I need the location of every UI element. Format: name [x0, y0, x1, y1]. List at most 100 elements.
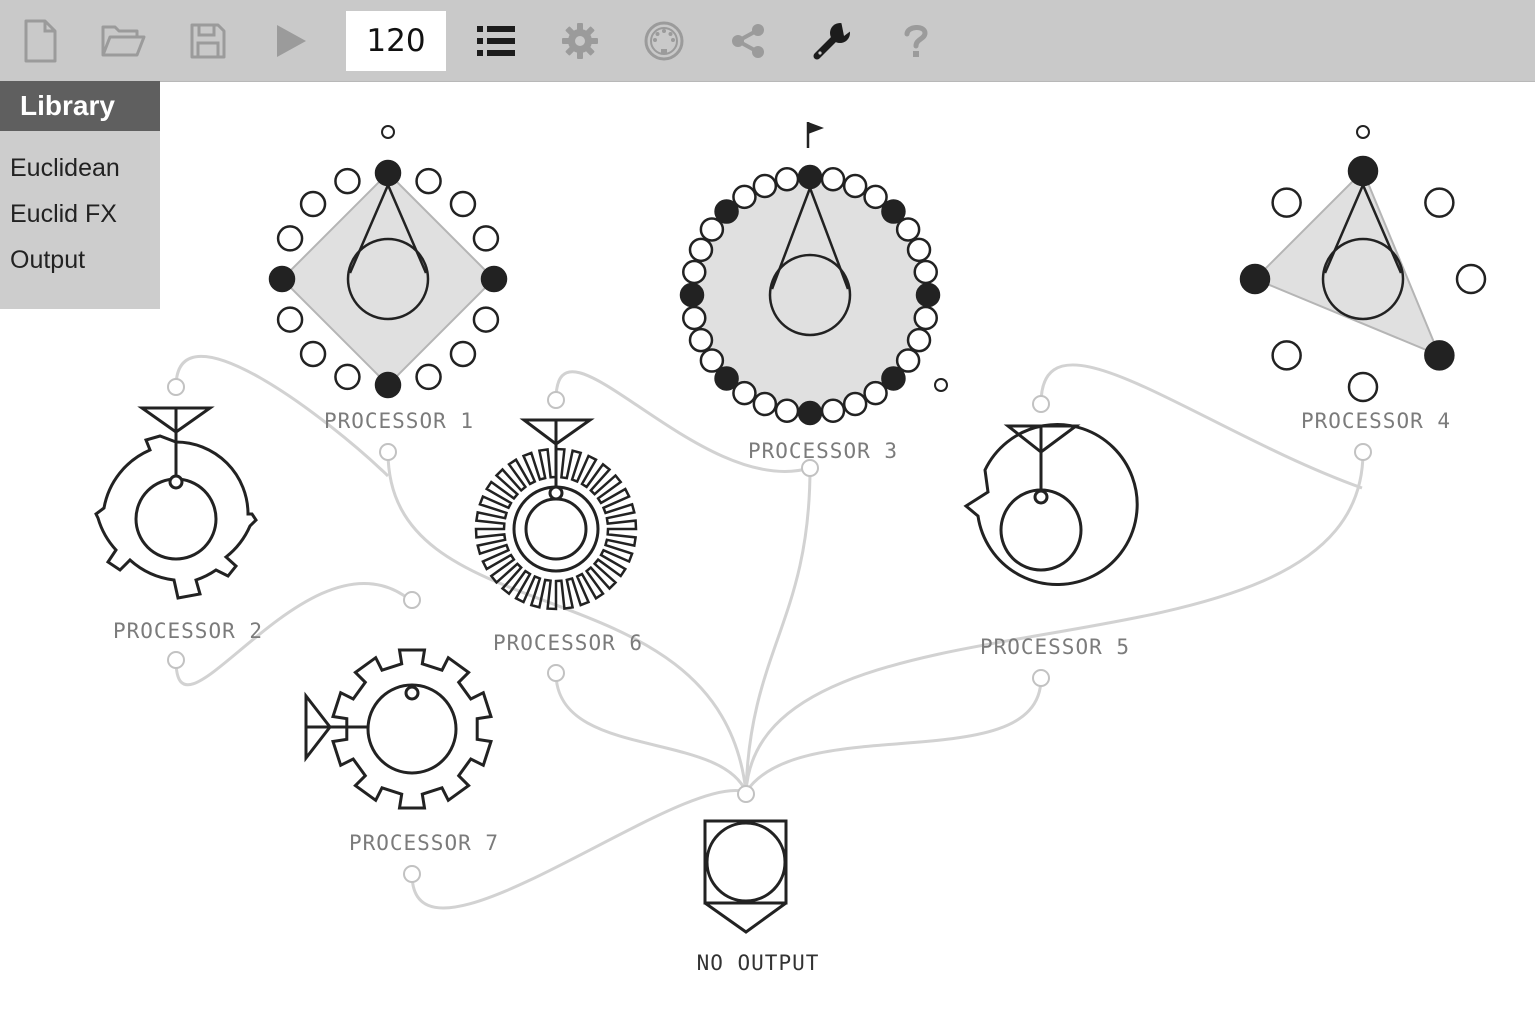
- new-file-button[interactable]: [10, 12, 70, 70]
- p4-wheel-step-4[interactable]: [1347, 371, 1379, 403]
- port-p2-in[interactable]: [167, 378, 185, 396]
- p3-wheel-step-14[interactable]: [842, 391, 868, 417]
- p1-wheel-step-6[interactable]: [449, 340, 477, 368]
- p1-wheel-step-11[interactable]: [276, 306, 304, 333]
- library-item-euclidean[interactable]: Euclidean: [10, 154, 120, 182]
- processor-2-node[interactable]: PROCESSOR 2: [94, 406, 263, 643]
- p3-wheel-step-30[interactable]: [752, 173, 778, 199]
- p3-wheel-step-4[interactable]: [881, 199, 906, 224]
- processor-3-wheel[interactable]: [679, 164, 941, 426]
- processor-7-node[interactable]: PROCESSOR 7: [304, 648, 499, 855]
- p1-wheel-step-4[interactable]: [480, 265, 508, 293]
- p1-wheel-step-8[interactable]: [374, 371, 402, 399]
- list-button[interactable]: [466, 12, 526, 70]
- midi-button[interactable]: [634, 12, 694, 70]
- settings-button[interactable]: [550, 12, 610, 70]
- p3-wheel-step-8[interactable]: [915, 282, 941, 308]
- port-p7-in[interactable]: [403, 591, 421, 609]
- port-p7-out[interactable]: [403, 865, 421, 883]
- tools-button[interactable]: [802, 12, 862, 70]
- p3-wheel-step-17[interactable]: [774, 398, 800, 423]
- p3-wheel-step-23[interactable]: [682, 305, 707, 331]
- p4-wheel-step-7[interactable]: [1271, 187, 1302, 218]
- save-button[interactable]: [178, 12, 238, 70]
- cable-p5-p4[interactable]: [1039, 363, 1363, 490]
- cable-p6-output[interactable]: [554, 672, 748, 793]
- p3-wheel-step-31[interactable]: [774, 167, 800, 192]
- p3-wheel-step-24[interactable]: [679, 282, 705, 308]
- port-p6-out[interactable]: [547, 664, 565, 682]
- cable-p5-output[interactable]: [744, 677, 1043, 793]
- p1-wheel-step-0[interactable]: [374, 159, 402, 187]
- p1-wheel-step-9[interactable]: [334, 363, 361, 391]
- play-button[interactable]: [261, 12, 321, 70]
- cable-p1-output[interactable]: [386, 451, 748, 793]
- processor-5-node[interactable]: PROCESSOR 5: [963, 423, 1139, 659]
- port-p2-out[interactable]: [167, 651, 185, 669]
- patch-canvas[interactable]: PROCESSOR 1 PROCESSOR 3 PROCESSOR 4 PROC…: [0, 81, 1535, 1015]
- p3-wheel-step-10[interactable]: [906, 327, 932, 353]
- p3-wheel-step-16[interactable]: [797, 400, 823, 426]
- tempo-input[interactable]: [346, 11, 446, 71]
- processor-3-node[interactable]: PROCESSOR 3: [679, 122, 948, 463]
- p3-wheel-step-12[interactable]: [881, 366, 906, 391]
- p3-wheel-step-22[interactable]: [688, 327, 714, 353]
- p4-wheel-step-2[interactable]: [1455, 263, 1487, 295]
- library-item-output[interactable]: Output: [10, 246, 86, 274]
- p1-wheel-step-14[interactable]: [299, 190, 327, 218]
- port-p3-out[interactable]: [801, 459, 819, 477]
- p4-wheel-step-6[interactable]: [1239, 263, 1271, 295]
- p3-wheel-step-25[interactable]: [682, 259, 707, 285]
- p3-wheel-step-2[interactable]: [842, 173, 868, 199]
- cable-p4-output[interactable]: [744, 451, 1365, 793]
- help-button[interactable]: [886, 12, 946, 70]
- p3-wheel-step-1[interactable]: [820, 167, 846, 192]
- p3-wheel-step-26[interactable]: [688, 237, 714, 263]
- processor-6-node[interactable]: PROCESSOR 6: [474, 418, 643, 655]
- p1-wheel-step-5[interactable]: [472, 306, 500, 333]
- p1-wheel-step-10[interactable]: [299, 340, 327, 368]
- p1-wheel-step-2[interactable]: [449, 190, 477, 218]
- cable-p2-p1[interactable]: [174, 354, 390, 478]
- p1-wheel-step-13[interactable]: [276, 225, 304, 252]
- output-node[interactable]: NO OUTPUT: [697, 819, 820, 975]
- p1-wheel-step-15[interactable]: [334, 167, 361, 195]
- port-p6-in[interactable]: [547, 391, 565, 409]
- port-output-in[interactable]: [737, 785, 755, 803]
- cable-p7-output[interactable]: [410, 788, 747, 910]
- p3-wheel-step-28[interactable]: [714, 199, 739, 224]
- p3-wheel-step-13[interactable]: [863, 380, 888, 406]
- library-item-euclid-fx[interactable]: Euclid FX: [10, 200, 117, 228]
- p3-wheel-step-19[interactable]: [732, 380, 757, 406]
- p3-wheel-step-7[interactable]: [913, 259, 938, 285]
- p3-wheel-step-0[interactable]: [797, 164, 823, 190]
- p1-wheel-step-1[interactable]: [415, 167, 442, 195]
- p3-wheel-step-5[interactable]: [895, 217, 921, 242]
- p3-wheel-step-27[interactable]: [699, 217, 725, 242]
- p3-wheel-step-15[interactable]: [820, 398, 846, 423]
- processor-4-wheel[interactable]: [1239, 155, 1487, 403]
- p1-wheel-step-7[interactable]: [415, 363, 442, 391]
- p3-wheel-step-21[interactable]: [699, 348, 725, 373]
- port-p4-out[interactable]: [1354, 443, 1372, 461]
- p3-wheel-step-9[interactable]: [913, 305, 938, 331]
- port-p1-out[interactable]: [379, 443, 397, 461]
- cable-p2-p7[interactable]: [174, 582, 411, 687]
- p3-wheel-step-3[interactable]: [863, 184, 888, 210]
- p3-wheel-step-29[interactable]: [732, 184, 757, 210]
- port-p5-out[interactable]: [1032, 669, 1050, 687]
- p3-wheel-step-18[interactable]: [752, 391, 778, 417]
- p1-wheel-step-12[interactable]: [268, 265, 296, 293]
- p4-wheel-step-3[interactable]: [1424, 340, 1455, 371]
- p3-wheel-step-6[interactable]: [906, 237, 932, 263]
- p4-wheel-step-5[interactable]: [1271, 340, 1302, 371]
- port-p5-in[interactable]: [1032, 395, 1050, 413]
- p3-wheel-step-11[interactable]: [895, 348, 921, 373]
- open-folder-button[interactable]: [93, 12, 153, 70]
- processor-1-wheel[interactable]: [268, 159, 508, 399]
- processor-1-node[interactable]: PROCESSOR 1: [268, 125, 508, 433]
- p3-wheel-step-20[interactable]: [714, 366, 739, 391]
- p4-wheel-step-0[interactable]: [1347, 155, 1379, 187]
- p1-wheel-step-3[interactable]: [472, 225, 500, 252]
- cable-p6-p3[interactable]: [554, 370, 811, 473]
